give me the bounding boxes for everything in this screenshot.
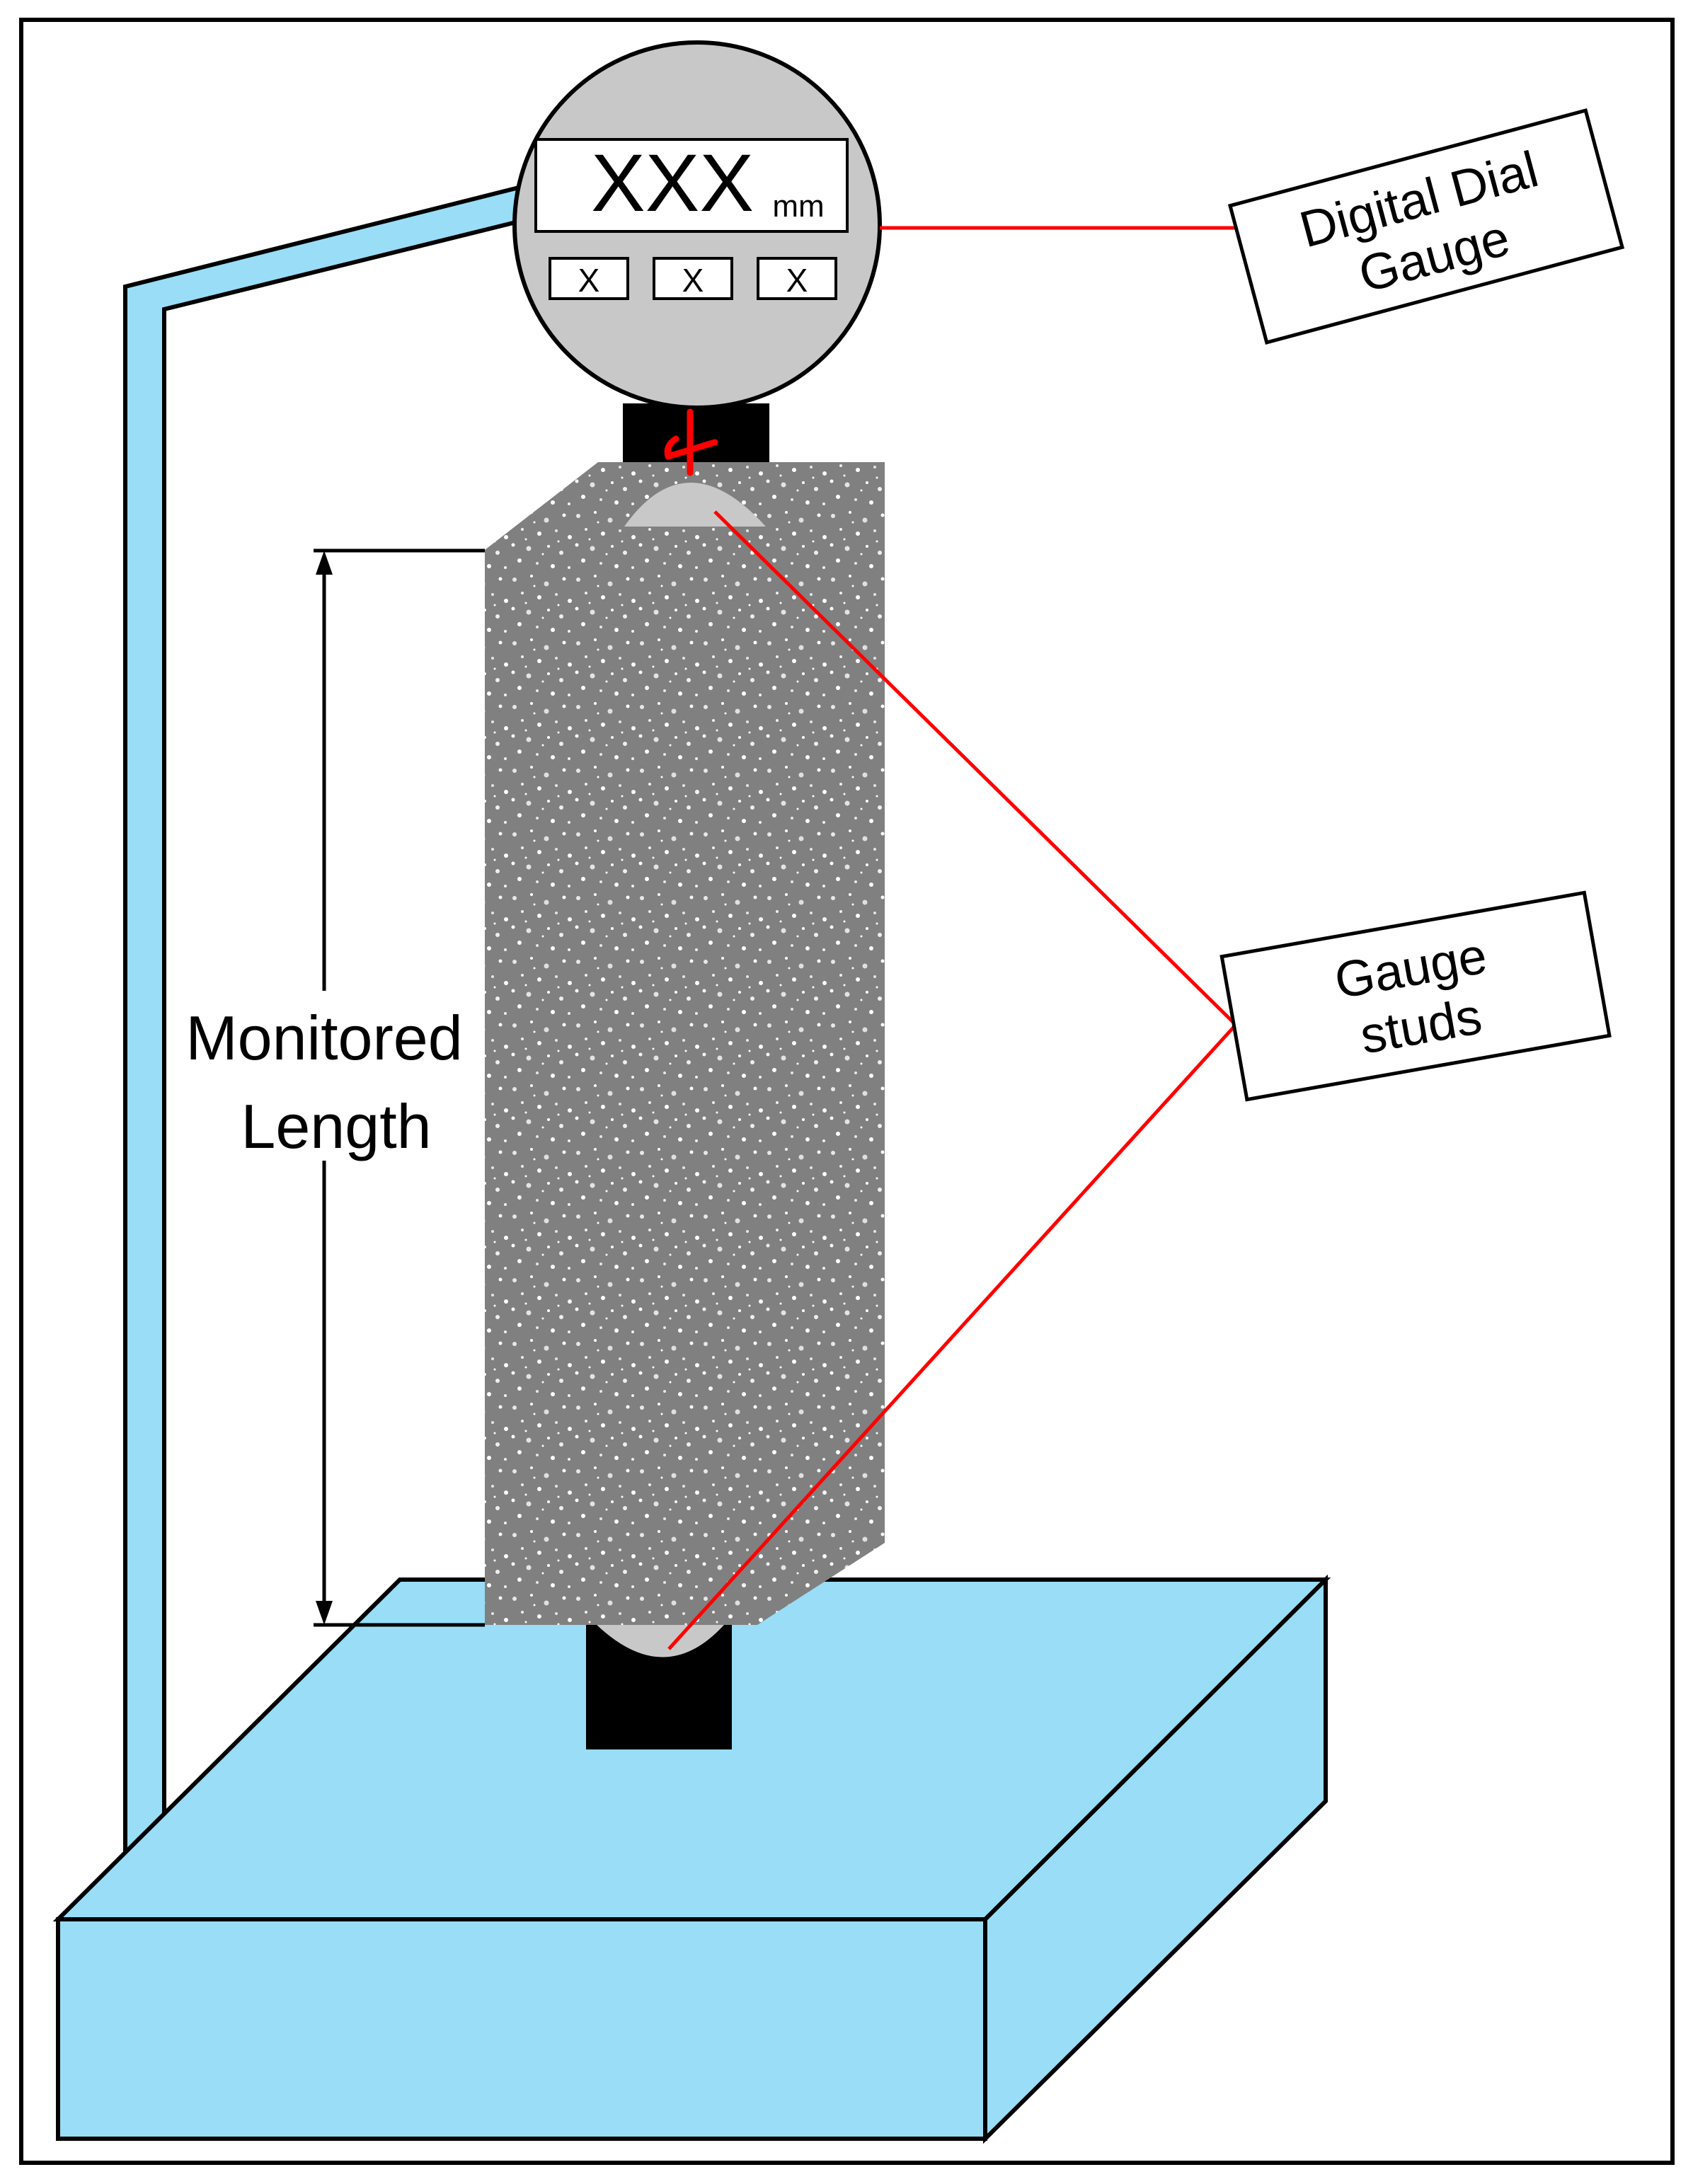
dimension-arrow-bottom bbox=[316, 1601, 333, 1625]
dial-button-label: X bbox=[578, 262, 600, 299]
lower-stud-leader-line bbox=[667, 1023, 1237, 1650]
dimension-arrow-top bbox=[316, 551, 333, 575]
dial-unit: mm bbox=[772, 189, 824, 224]
specimen-bar bbox=[485, 462, 885, 1625]
callout-box bbox=[1219, 890, 1612, 1102]
monitored-length-label-line1: Monitored bbox=[185, 1003, 462, 1073]
callout-gauge-studs: Gauge studs bbox=[1219, 890, 1612, 1102]
dial-button-label: X bbox=[682, 262, 704, 299]
spindle-pointer-mark bbox=[664, 408, 718, 476]
dial-display bbox=[534, 138, 849, 233]
callout-box bbox=[1227, 108, 1625, 345]
upper-gauge-stud bbox=[624, 483, 766, 527]
dial-button[interactable] bbox=[549, 257, 629, 300]
figure-border bbox=[19, 18, 1675, 2165]
monitored-length-label-line2: Length bbox=[241, 1091, 431, 1161]
lower-gauge-stud bbox=[591, 1619, 729, 1657]
dial-button-label: X bbox=[786, 262, 808, 299]
monitored-length-dimension bbox=[314, 548, 485, 1627]
dial-button[interactable] bbox=[653, 257, 733, 300]
dial-buttons: X X X bbox=[549, 257, 837, 300]
dial-button[interactable] bbox=[757, 257, 837, 300]
dial-reading: XXX bbox=[591, 138, 754, 229]
callout-digital-dial-gauge: Digital Dial Gauge bbox=[1227, 108, 1625, 345]
leader-lines bbox=[667, 226, 1253, 1650]
base-front-face bbox=[56, 1917, 987, 2141]
upper-stud-leader-line bbox=[713, 510, 1237, 1026]
